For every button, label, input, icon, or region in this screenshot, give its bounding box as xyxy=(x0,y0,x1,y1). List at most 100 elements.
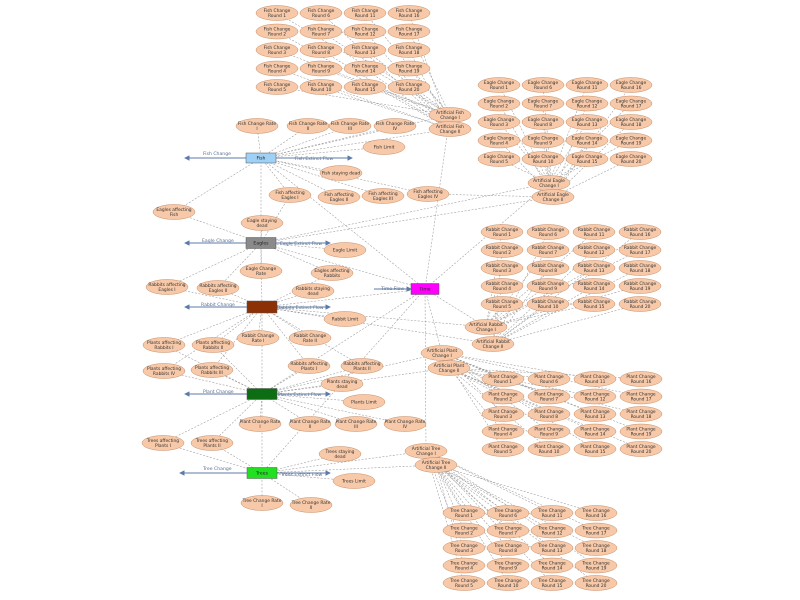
aux-eagle-limit[interactable]: Eagle Limit xyxy=(323,242,367,258)
aux-plant-limit[interactable]: Plants Limit xyxy=(342,394,386,410)
stock-plants[interactable] xyxy=(246,388,278,400)
aux-rabbit-limit[interactable]: Rabbit Limit xyxy=(323,311,367,327)
aux-fish-staying-dead[interactable]: Fish staying dead xyxy=(319,165,363,181)
stock-eagles[interactable]: Eagles xyxy=(245,237,277,249)
